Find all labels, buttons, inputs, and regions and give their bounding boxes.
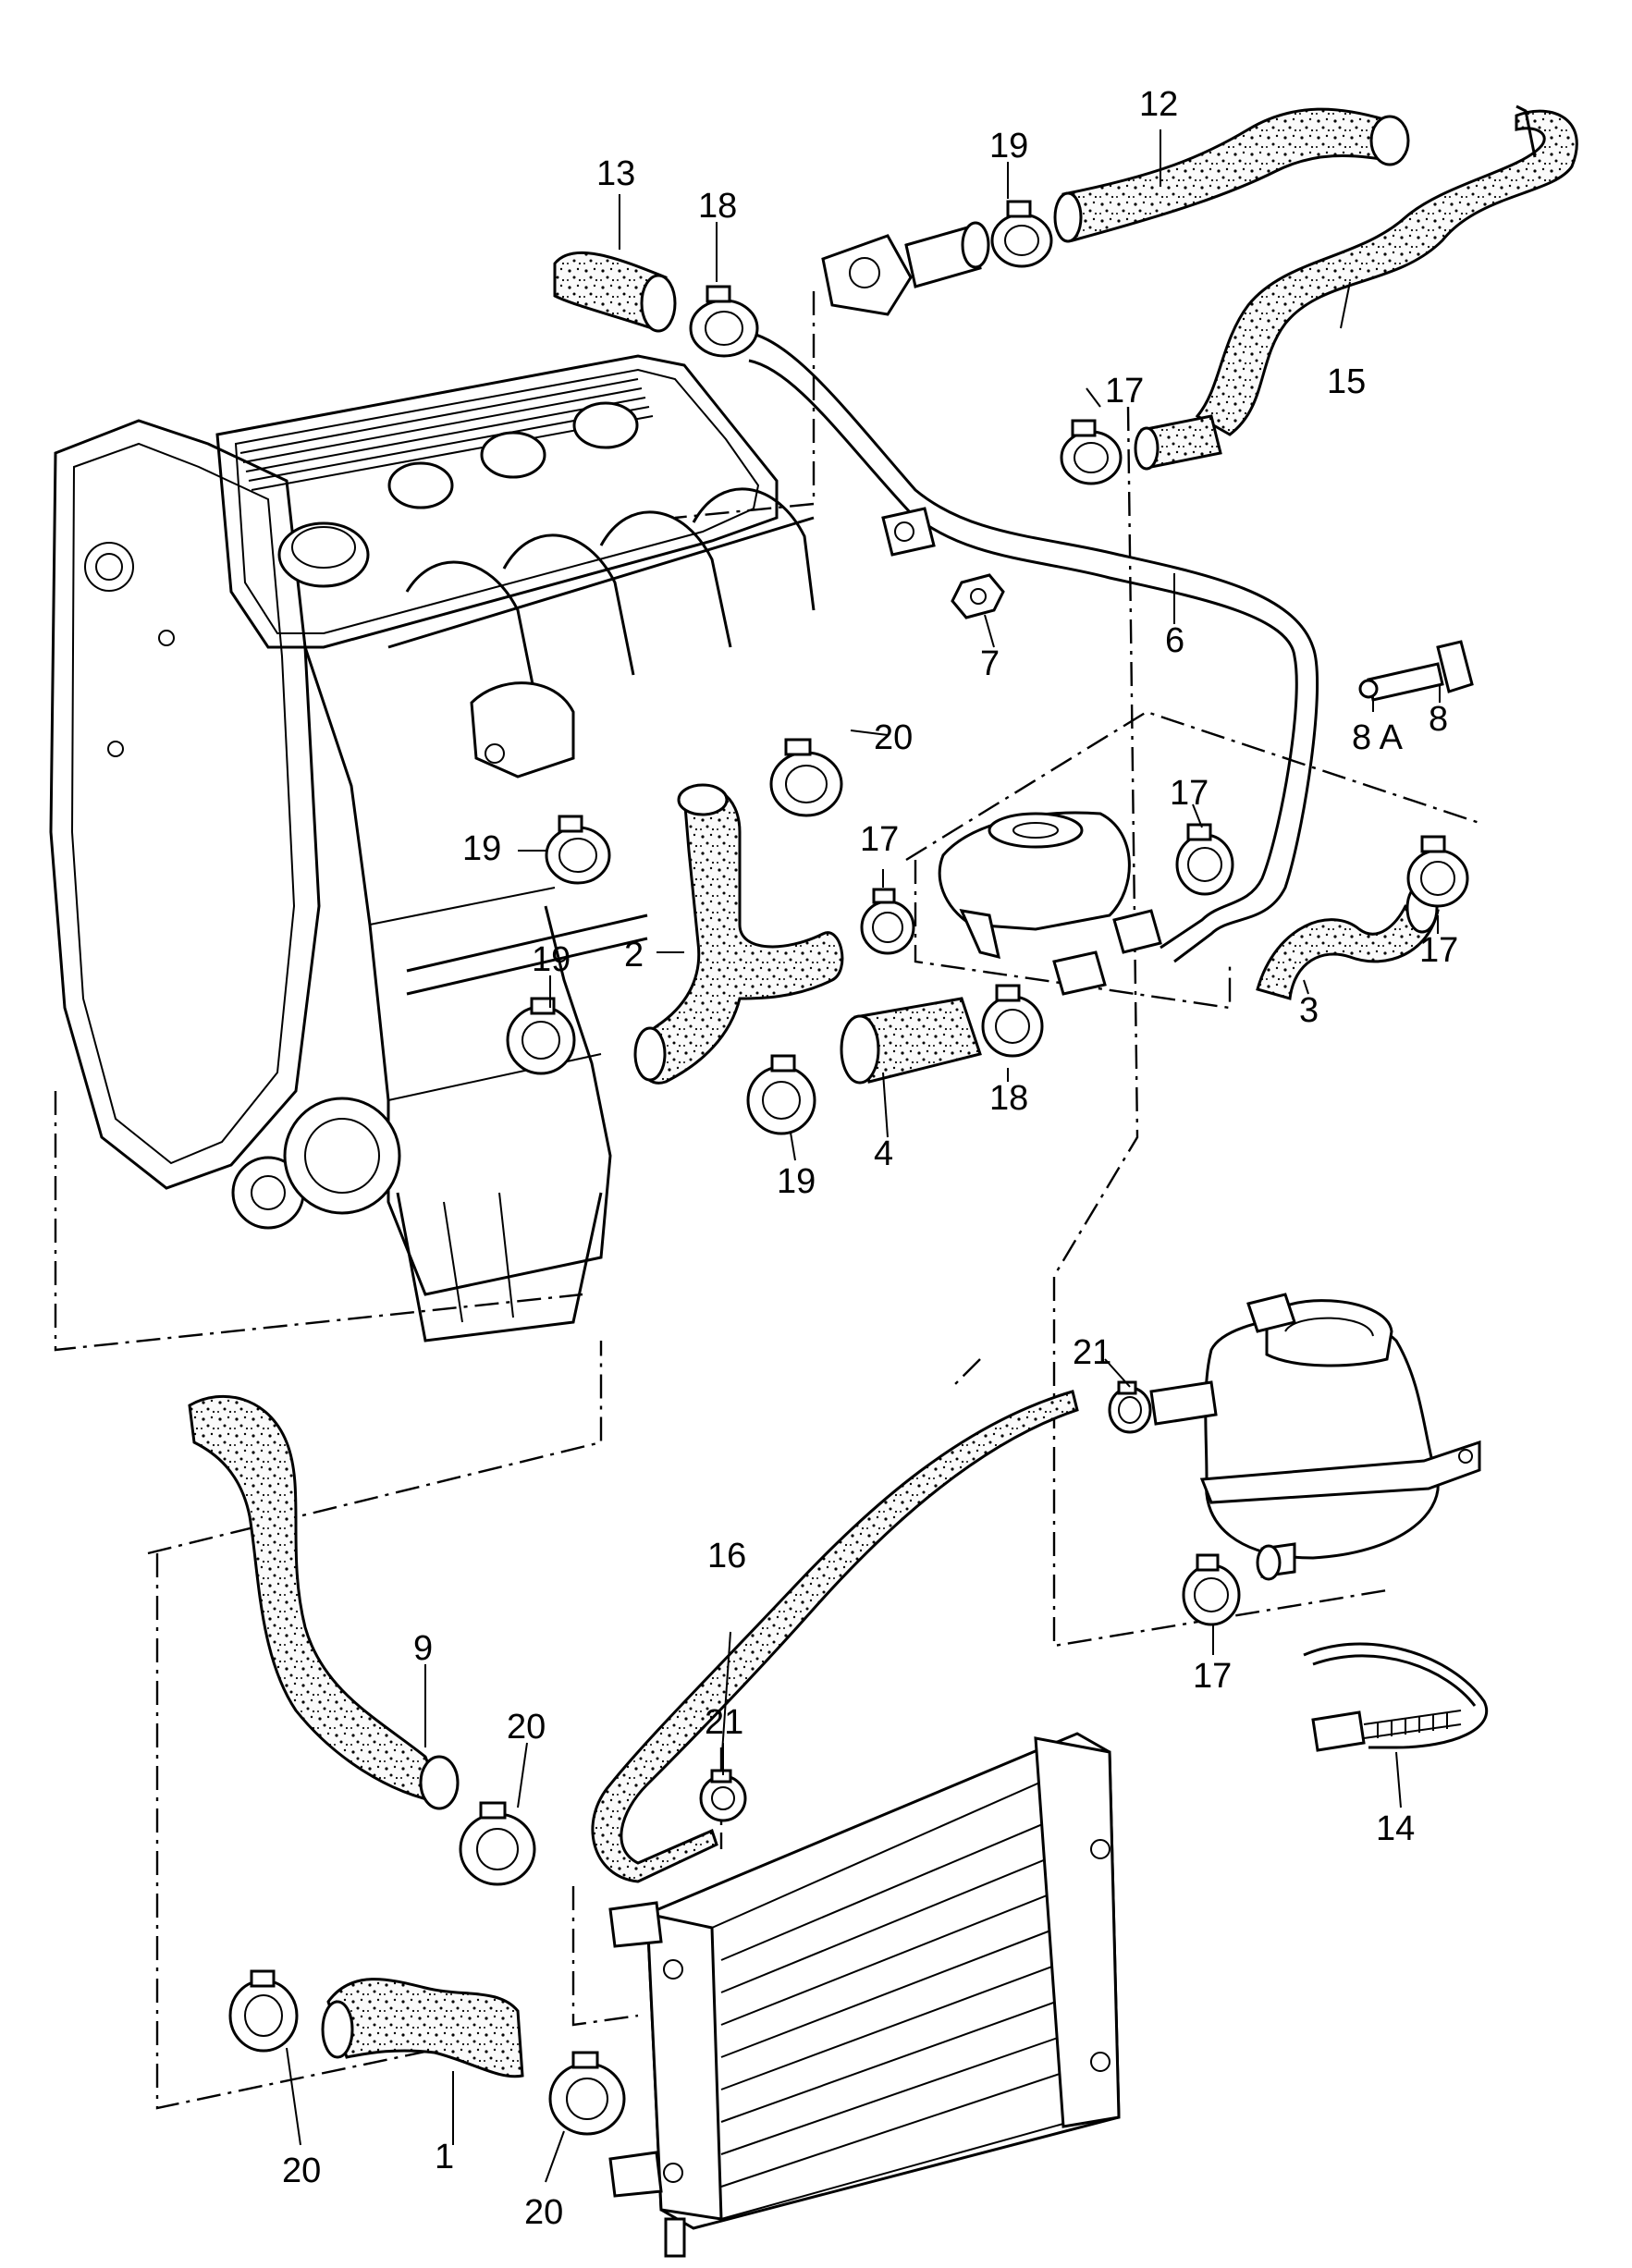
pipe-6 (748, 331, 1319, 963)
callout-15: 15 (1327, 362, 1366, 401)
hose-9 (188, 1394, 447, 1805)
leader-lines (286, 129, 1441, 2183)
callout-17-oilcooler: 17 (860, 820, 899, 859)
hose-2 (638, 786, 844, 1085)
clamp-18-mid (981, 984, 1044, 1058)
hose-clamps (228, 200, 1469, 2136)
callout-19-lower: 19 (777, 1162, 816, 1201)
radiator (608, 1732, 1121, 2258)
callout-labels: 1 2 3 4 6 7 8 8 A 9 12 13 14 15 16 17 17… (282, 85, 1458, 2232)
callout-20-engine: 20 (874, 718, 913, 757)
engine-assembly (49, 354, 816, 1342)
coolant-hoses (188, 104, 1578, 2078)
clamp-17-far-right (1406, 835, 1469, 908)
callout-20-lower-left: 20 (282, 2152, 321, 2190)
nut-7 (951, 573, 1005, 619)
hose-15 (1195, 109, 1578, 436)
callout-14: 14 (1376, 1809, 1415, 1848)
clamp-17-upper (1060, 419, 1123, 485)
assembly-reference-lines (54, 291, 1480, 2110)
clamp-21-radiator (699, 1769, 747, 1822)
clamp-20-radiator-upper (459, 1801, 536, 1886)
clamp-21-tank (1108, 1380, 1152, 1434)
callout-18-mid: 18 (989, 1079, 1028, 1118)
callout-7: 7 (980, 644, 1000, 683)
callout-17-far-right: 17 (1419, 931, 1458, 970)
hose-1 (326, 1978, 524, 2078)
clamp-17-right (1175, 823, 1234, 896)
fasteners (951, 573, 1474, 702)
clamp-20-engine (769, 738, 843, 817)
clamp-19-lower (746, 1054, 816, 1135)
hose-16 (591, 1390, 1079, 1883)
clamp-17-tank (1182, 1553, 1241, 1626)
oil-cooler (938, 811, 1131, 960)
callout-21-radiator: 21 (705, 1703, 743, 1742)
callout-17-right: 17 (1170, 774, 1209, 813)
bolt-8 (1367, 662, 1444, 702)
callout-4: 4 (874, 1134, 893, 1173)
clamp-19-mid (506, 997, 576, 1075)
callout-8a: 8 A (1352, 718, 1404, 757)
clamp-17-oilcooler (860, 888, 915, 955)
callout-18-top: 18 (698, 187, 737, 226)
callout-19-engine: 19 (462, 829, 501, 868)
callout-13: 13 (596, 154, 635, 193)
callout-20-lower-right: 20 (524, 2193, 563, 2232)
callout-17-tank: 17 (1193, 1657, 1232, 1696)
callout-6: 6 (1165, 621, 1184, 660)
callout-16: 16 (707, 1537, 746, 1575)
callout-3: 3 (1299, 991, 1319, 1030)
callout-19-mid: 19 (532, 940, 571, 979)
clamp-19-engine (545, 815, 611, 885)
strap-clamp-14 (1303, 1642, 1489, 1752)
callout-20-radiator-upper: 20 (507, 1708, 546, 1747)
clamp-20-lower-left (228, 1969, 299, 2053)
callout-17-upper: 17 (1105, 372, 1144, 411)
callout-9: 9 (413, 1629, 433, 1668)
callout-1: 1 (435, 2138, 454, 2176)
callout-8: 8 (1429, 700, 1448, 739)
callout-19-top: 19 (989, 127, 1028, 166)
callout-2: 2 (624, 936, 644, 975)
hose-12 (1061, 107, 1398, 242)
clamp-20-lower-right (548, 2051, 626, 2136)
clamp-18-top (689, 285, 759, 358)
callout-21-tank: 21 (1073, 1333, 1111, 1372)
clamp-19-top (990, 200, 1053, 268)
washer-8a (1358, 679, 1379, 699)
expansion-tank (1149, 1293, 1481, 1581)
callout-12: 12 (1139, 85, 1178, 124)
coolant-pipes (748, 221, 1319, 996)
